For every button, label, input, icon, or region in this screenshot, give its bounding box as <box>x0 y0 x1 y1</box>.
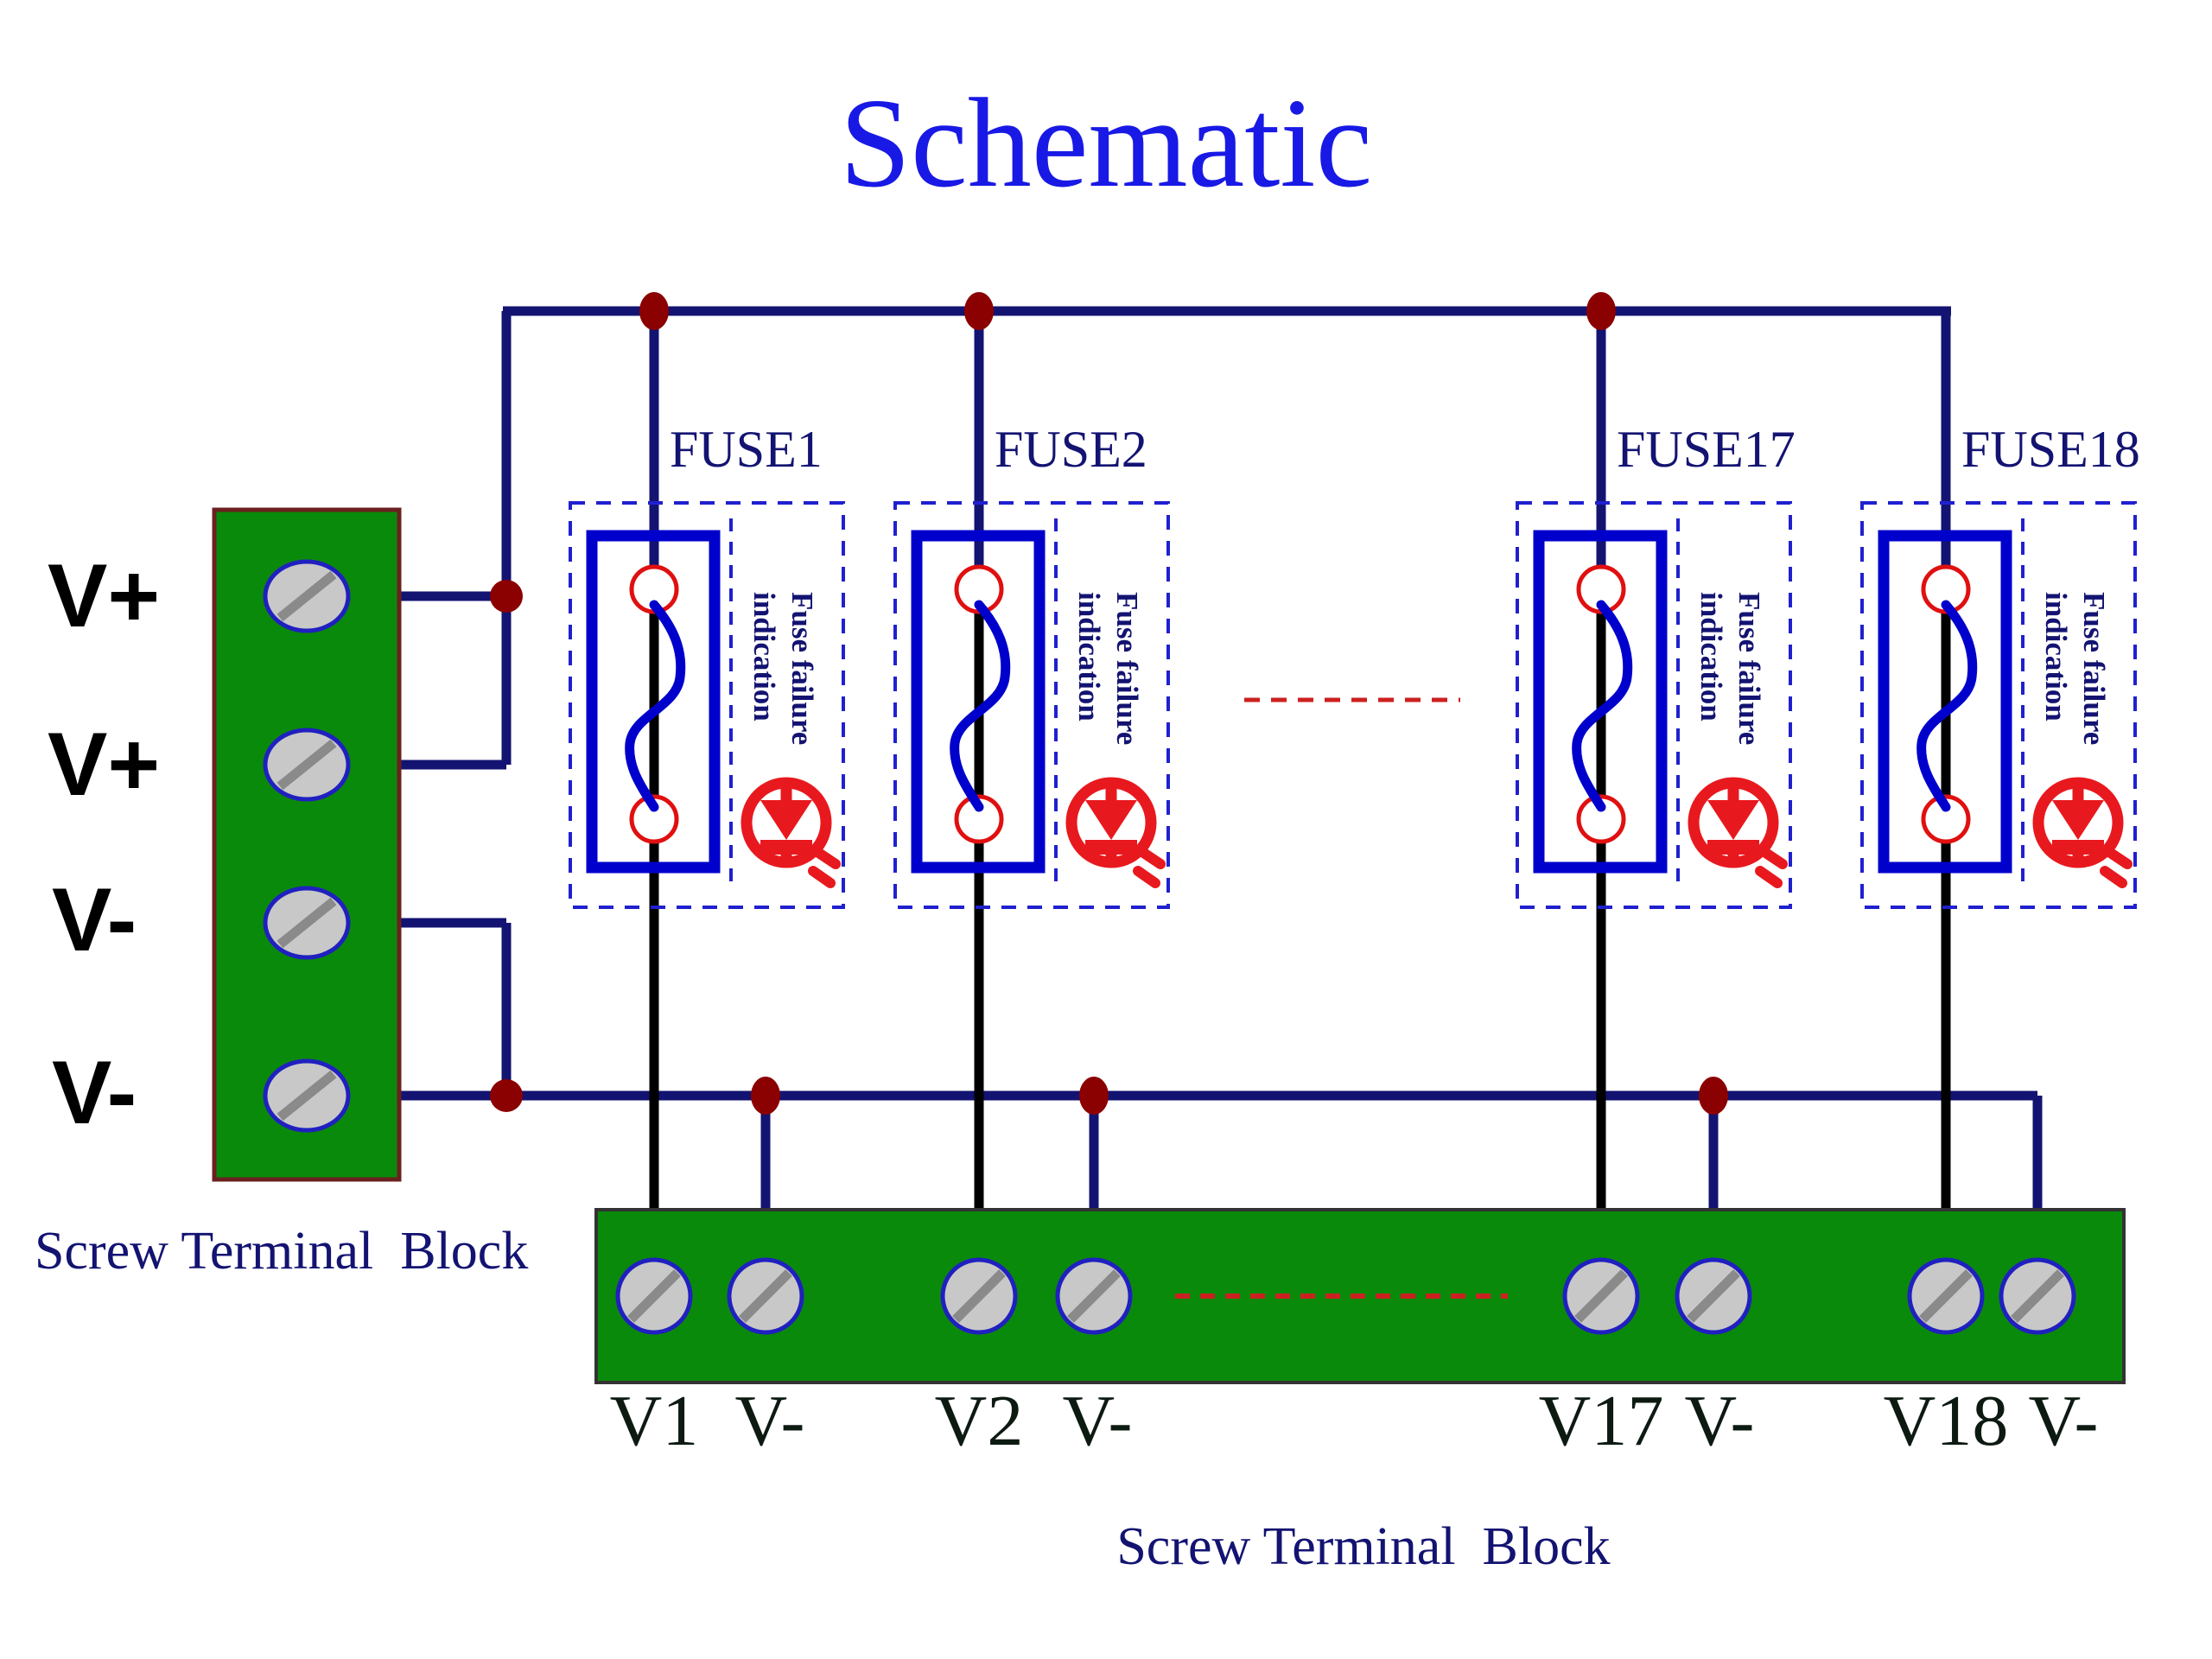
junction-dots <box>490 292 1728 1115</box>
bottom-block-caption: Screw Terminal Block <box>1116 1517 1610 1576</box>
ffi-line-2: indication <box>2039 592 2073 721</box>
screw-terminal-v-plus-2 <box>265 730 348 799</box>
fuse-label: FUSE17 <box>1617 421 1796 478</box>
fuse-module-1[interactable]: Fuse failure indication FUSE1 <box>569 421 845 909</box>
terminal-label-v-minus-1: V- <box>52 870 137 970</box>
fuse-terminal-bottom <box>954 794 1004 844</box>
junction-dot <box>751 1077 780 1115</box>
fuse-output-lines <box>649 581 1951 1296</box>
terminal-label-out-v18-ret: V- <box>2029 1381 2099 1461</box>
ffi-line-1: Fuse failure <box>1110 592 1144 745</box>
left-block-caption: Screw Terminal Block <box>35 1222 528 1281</box>
ffi-line-1: Fuse failure <box>1732 592 1766 745</box>
screw-terminal-v-minus-2 <box>265 1061 348 1130</box>
junction-dot <box>490 1079 523 1112</box>
ffi-line-1: Fuse failure <box>2077 592 2111 745</box>
fuse-body <box>1533 530 1668 874</box>
terminal-label-out-v1: V1 <box>610 1381 699 1461</box>
fuse-terminal-bottom <box>1576 794 1626 844</box>
bottom-terminal-block[interactable] <box>594 1208 2126 1384</box>
screw-terminal-out-v2-ret <box>1058 1260 1130 1332</box>
junction-dot <box>490 580 523 613</box>
fuse-label: FUSE1 <box>670 421 823 478</box>
screw-terminal-v-minus-1 <box>265 888 348 957</box>
junction-dot <box>1079 1077 1109 1115</box>
page-title: Schematic <box>840 73 1372 214</box>
fuse-module-17[interactable]: Fuse failure indication FUSE17 <box>1516 421 1796 909</box>
fuse-failure-indication-label: Fuse failure indication <box>747 592 819 745</box>
fuse-label: FUSE2 <box>995 421 1147 478</box>
screw-terminal-out-v2 <box>943 1260 1015 1332</box>
fuse-body <box>586 530 721 874</box>
terminal-label-v-plus-2: V+ <box>48 715 160 815</box>
fuse-failure-indication-label: Fuse failure indication <box>1072 592 1144 745</box>
fuse-terminal-bottom <box>1921 794 1971 844</box>
fuse-failure-indication-label: Fuse failure indication <box>1694 592 1766 745</box>
screw-terminal-out-v18-ret <box>2001 1260 2074 1332</box>
fuse-failure-led-icon <box>1071 783 1160 883</box>
screw-terminal-out-v1 <box>618 1260 690 1332</box>
fuse-module-2[interactable]: Fuse failure indication FUSE2 <box>893 421 1170 909</box>
screw-terminal-out-v17-ret <box>1677 1260 1750 1332</box>
fuse-failure-led-icon <box>1694 783 1783 883</box>
junction-dot <box>964 292 994 330</box>
screw-terminal-out-v17 <box>1565 1260 1637 1332</box>
terminal-label-out-v1-ret: V- <box>735 1381 805 1461</box>
ffi-line-2: indication <box>1072 592 1106 721</box>
junction-dot <box>639 292 669 330</box>
left-terminal-block[interactable] <box>212 507 402 1182</box>
ffi-line-2: indication <box>747 592 781 721</box>
screw-terminal-out-v1-ret <box>729 1260 802 1332</box>
screw-terminal-v-plus-1 <box>265 562 348 631</box>
fuse-label: FUSE18 <box>1961 421 2140 478</box>
terminal-label-out-v17: V17 <box>1539 1381 1664 1461</box>
ffi-line-1: Fuse failure <box>785 592 819 745</box>
fuse-terminal-bottom <box>629 794 679 844</box>
junction-dot <box>1586 292 1616 330</box>
terminal-label-out-v17-ret: V- <box>1685 1381 1755 1461</box>
terminal-label-v-minus-2: V- <box>52 1043 137 1143</box>
fuse-failure-led-icon <box>2038 783 2127 883</box>
fuse-body <box>1878 530 2012 874</box>
fuse-failure-indication-label: Fuse failure indication <box>2039 592 2111 745</box>
fuse-body <box>911 530 1046 874</box>
junction-dot <box>1699 1077 1728 1115</box>
screw-terminal-out-v18 <box>1910 1260 1982 1332</box>
fuse-failure-led-icon <box>747 783 836 883</box>
ffi-line-2: indication <box>1694 592 1728 721</box>
terminal-label-out-v2: V2 <box>935 1381 1024 1461</box>
terminal-label-out-v18: V18 <box>1884 1381 2009 1461</box>
terminal-label-out-v2-ret: V- <box>1063 1381 1133 1461</box>
terminal-label-v-plus-1: V+ <box>48 546 160 646</box>
fuse-module-18[interactable]: Fuse failure indication FUSE18 <box>1860 421 2140 909</box>
